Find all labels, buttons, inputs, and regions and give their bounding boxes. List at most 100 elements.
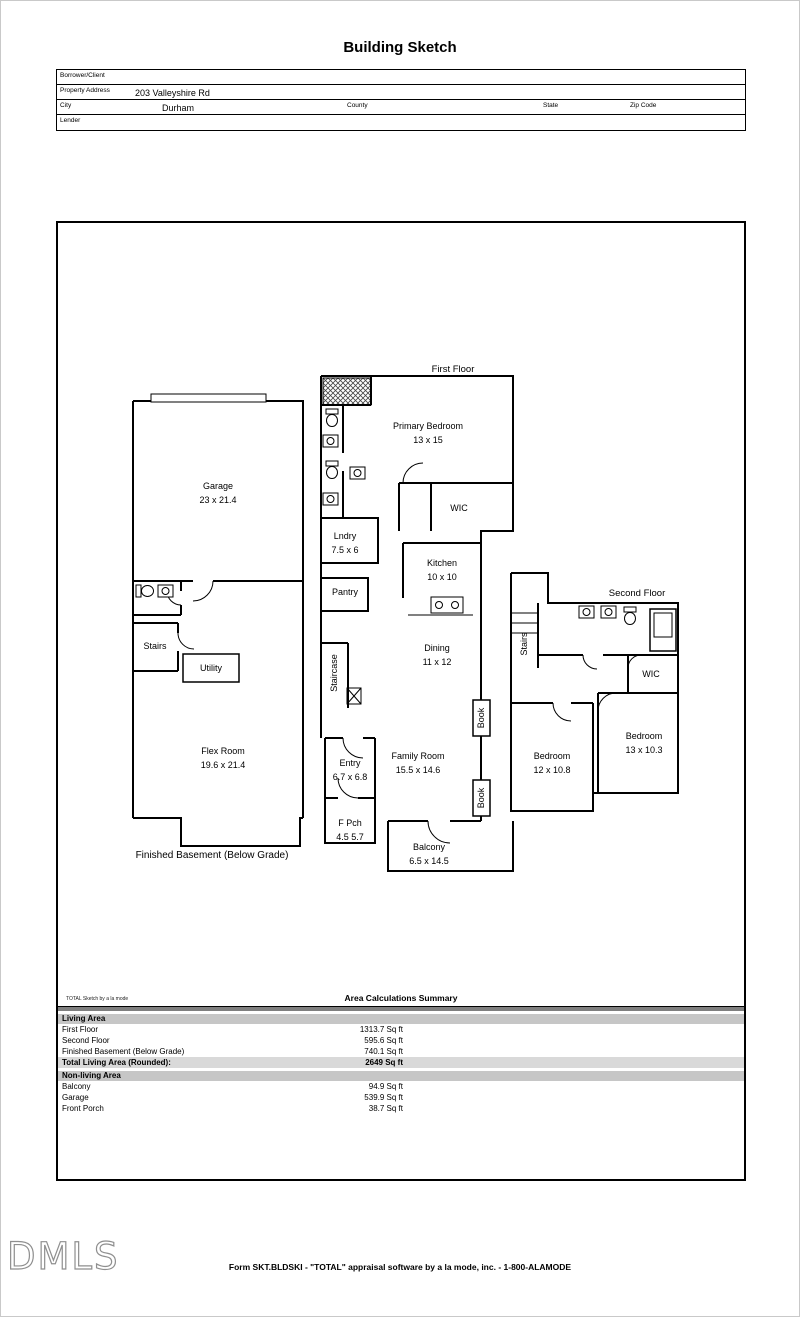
room-name: Lndry — [333, 531, 357, 541]
toilet-icon — [135, 584, 154, 598]
room-dims: 6.5 x 14.5 — [409, 856, 449, 866]
room-label-bedroom-13: Bedroom 13 x 10.3 — [625, 729, 662, 757]
room-label-book-upper: Book — [476, 707, 486, 729]
city-label: City — [60, 102, 72, 109]
room-name: Bedroom — [533, 751, 571, 761]
page-title: Building Sketch — [343, 39, 457, 56]
row-value: 38.7 Sq ft — [368, 1104, 403, 1113]
toilet-icon — [325, 408, 339, 427]
room-label-laundry: Lndry 7.5 x 6 — [331, 529, 358, 557]
room-dims: 11 x 12 — [422, 657, 452, 667]
summary-title: Area Calculations Summary — [344, 993, 458, 1003]
room-dims: 10 x 10 — [427, 572, 457, 582]
row-value: 595.6 Sq ft — [364, 1036, 403, 1045]
room-label-staircase: Staircase — [329, 654, 339, 692]
room-name: Family Room — [391, 751, 445, 761]
summary-divider-bar — [58, 1006, 744, 1011]
sink-icon — [322, 434, 339, 448]
summary-header: TOTAL Sketch by a la mode Area Calculati… — [58, 991, 744, 1004]
room-name: Bedroom — [625, 731, 663, 741]
door-arcs — [166, 462, 642, 844]
summary-row: Front Porch 38.7 Sq ft — [58, 1103, 744, 1114]
room-name: F Pch — [338, 818, 362, 828]
sink-icon — [322, 492, 339, 506]
toilet-icon — [325, 460, 339, 479]
row-value: 2649 Sq ft — [365, 1058, 403, 1067]
row-label: Finished Basement (Below Grade) — [62, 1047, 185, 1056]
summary-row: Second Floor 595.6 Sq ft — [58, 1035, 744, 1046]
first-floor-title: First Floor — [431, 364, 475, 375]
dmls-logo: DMLS — [6, 1235, 120, 1279]
first-floor-walls — [320, 375, 514, 872]
summary-row: First Floor 1313.7 Sq ft — [58, 1024, 744, 1035]
room-name: Flex Room — [201, 746, 245, 756]
stair-x-mark — [346, 687, 362, 705]
room-label-wic-first: WIC — [450, 501, 468, 515]
form-row-address: Property Address 203 Valleyshire Rd — [57, 85, 745, 100]
sketch-watermark: TOTAL Sketch by a la mode — [66, 996, 129, 1002]
room-name: Dining — [424, 643, 450, 653]
room-dims: 15.5 x 14.6 — [395, 765, 441, 775]
room-label-family-room: Family Room 15.5 x 14.6 — [391, 749, 444, 777]
form-row-city: City Durham County State Zip Code — [57, 100, 745, 115]
room-name: Garage — [202, 481, 234, 491]
footer-form-id: Form SKT.BLDSKI - "TOTAL" appraisal soft… — [228, 1262, 572, 1272]
shower-icon — [649, 608, 677, 652]
room-label-bedroom-12: Bedroom 12 x 10.8 — [533, 749, 570, 777]
room-label-balcony: Balcony 6.5 x 14.5 — [409, 840, 449, 868]
room-label-wic-second: WIC — [642, 669, 660, 679]
second-floor-title: Second Floor — [608, 588, 666, 599]
row-label: Balcony — [62, 1082, 91, 1091]
room-name: Kitchen — [426, 558, 458, 568]
floorplan-drawing — [132, 375, 679, 872]
bookshelf-lower — [472, 779, 491, 817]
state-label: State — [543, 102, 559, 109]
area-calculations-summary: TOTAL Sketch by a la mode Area Calculati… — [58, 991, 744, 1114]
room-label-garage: Garage 23 x 21.4 — [199, 479, 236, 507]
room-name: WIC — [450, 503, 468, 513]
summary-row: Balcony 94.9 Sq ft — [58, 1081, 744, 1092]
room-dims: 4.5 5.7 — [336, 832, 364, 842]
room-label-kitchen: Kitchen 10 x 10 — [427, 556, 457, 584]
row-value: 94.9 Sq ft — [368, 1082, 403, 1091]
form-row-borrower: Borrower/Client — [57, 70, 745, 85]
hatched-deck-area — [322, 377, 372, 406]
room-label-dining: Dining 11 x 12 — [423, 641, 452, 669]
garage-door — [150, 393, 267, 403]
living-area-header: Living Area — [58, 1014, 744, 1024]
property-address-value: 203 Valleyshire Rd — [135, 88, 210, 98]
lender-label: Lender — [60, 117, 81, 124]
stair-marker-box — [346, 687, 362, 705]
room-name: Balcony — [412, 842, 446, 852]
borrower-label: Borrower/Client — [60, 72, 105, 79]
room-dims: 19.6 x 21.4 — [200, 760, 246, 770]
summary-row: Finished Basement (Below Grade) 740.1 Sq… — [58, 1046, 744, 1057]
room-label-entry: Entry 6.7 x 6.8 — [333, 756, 368, 784]
room-dims: 6.7 x 6.8 — [332, 772, 368, 782]
toilet-icon — [623, 606, 637, 625]
row-label: Total Living Area (Rounded): — [62, 1058, 171, 1067]
room-name: Primary Bedroom — [392, 421, 464, 431]
property-info-form: Borrower/Client Property Address 203 Val… — [56, 69, 746, 131]
nonliving-area-header: Non-living Area — [58, 1071, 744, 1081]
room-label-pantry: Pantry — [332, 585, 358, 599]
county-label: County — [347, 102, 368, 109]
basement-garage-walls — [132, 393, 304, 847]
form-row-lender: Lender — [57, 115, 745, 130]
room-dims: 7.5 x 6 — [331, 545, 359, 555]
sink-icon — [349, 466, 366, 480]
room-label-utility: Utility — [200, 663, 222, 673]
row-value: 539.9 Sq ft — [364, 1093, 403, 1102]
room-dims: 13 x 10.3 — [625, 745, 663, 755]
room-dims: 13 x 15 — [413, 435, 443, 445]
bookshelf-upper — [472, 699, 491, 737]
row-label: Front Porch — [62, 1104, 104, 1113]
room-name: Pantry — [331, 587, 359, 597]
dmls-logo-text: DMLS — [7, 1235, 120, 1278]
zip-label: Zip Code — [630, 102, 657, 109]
stair-treads — [511, 612, 538, 634]
room-label-primary-bedroom: Primary Bedroom 13 x 15 — [393, 419, 463, 447]
stove-icon — [430, 596, 464, 614]
utility-room-box — [182, 653, 240, 683]
